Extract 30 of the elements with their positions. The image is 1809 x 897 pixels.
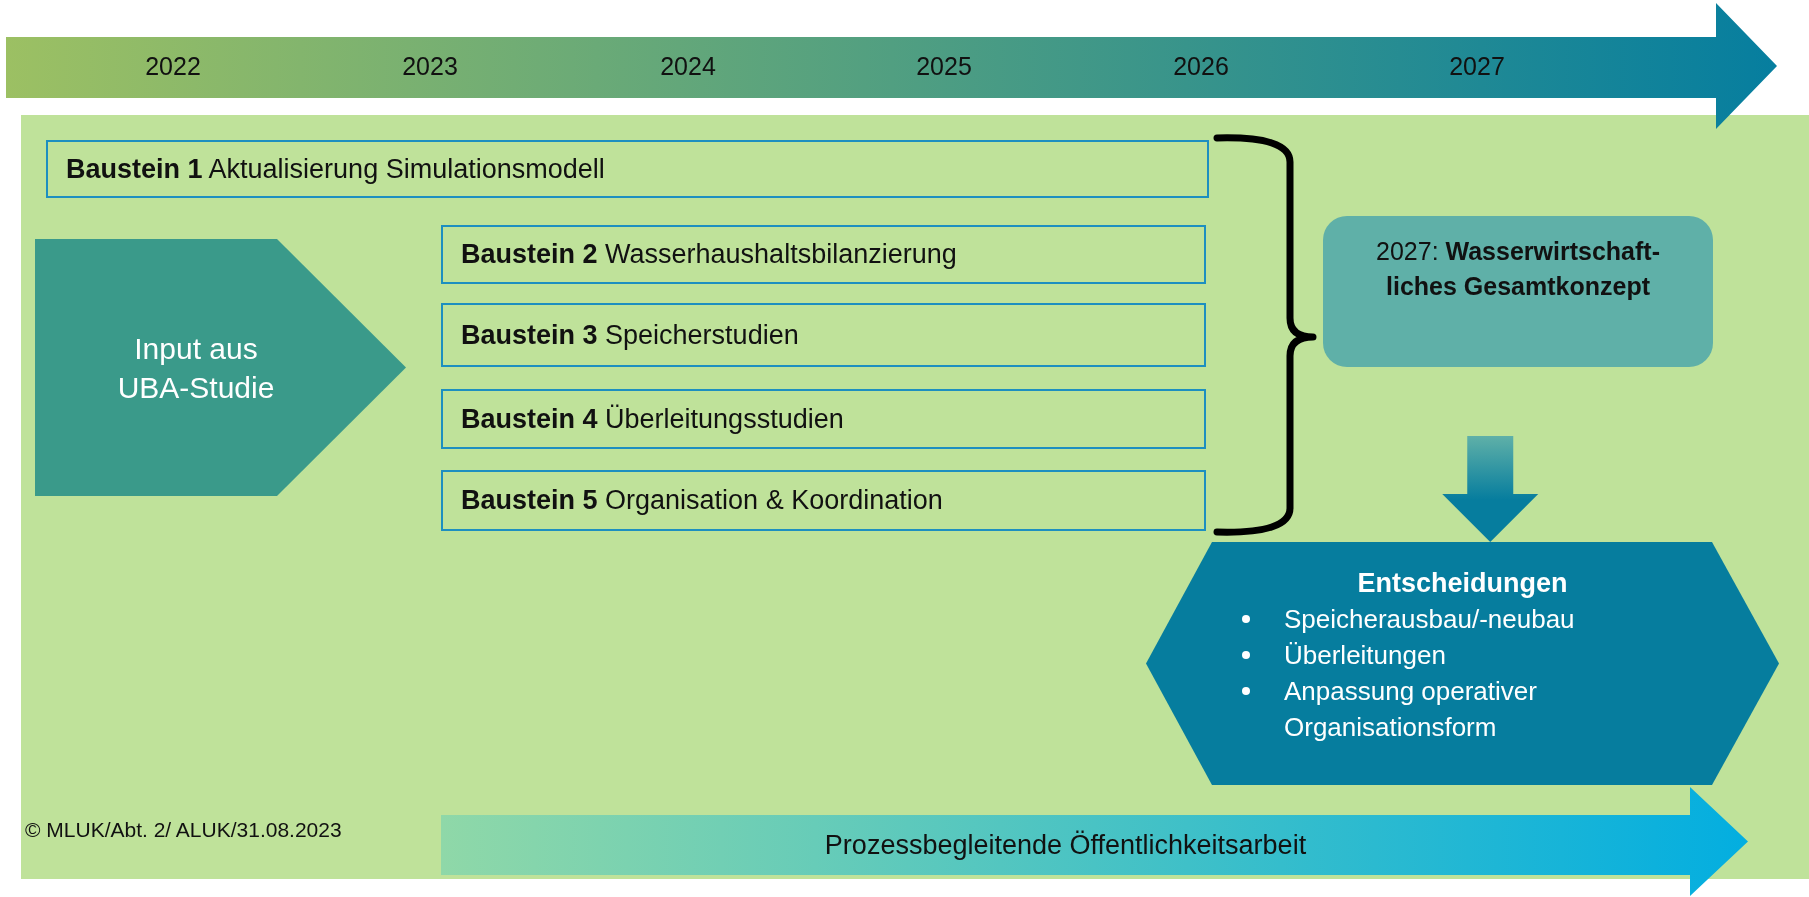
year-label: 2022	[145, 52, 201, 81]
decision-hexagon	[1146, 542, 1779, 785]
module-text: Baustein 3 Speicherstudien	[461, 319, 799, 351]
year-label: 2025	[916, 52, 972, 81]
module-box	[441, 303, 1206, 367]
module-text: Baustein 5 Organisation & Koordination	[461, 485, 943, 516]
process-arrow	[441, 787, 1748, 896]
process-text: Prozessbegleitende Öffentlichkeitsarbeit	[823, 828, 1308, 862]
module-text: Baustein 2 Wasserhaushaltsbilanzierung	[461, 239, 957, 270]
module-text: Baustein 4 Überleitungsstudien	[461, 403, 844, 435]
year-label: 2027	[1449, 52, 1505, 81]
bullet-item: Anpassung operativer Organisationsform	[1284, 675, 1538, 744]
decision-heading: Entscheidungen	[1356, 568, 1569, 599]
copyright-note: © MLUK/Abt. 2/ ALUK/31.08.2023	[25, 818, 342, 842]
module-box	[46, 140, 1209, 198]
module-box	[441, 389, 1206, 449]
year-label: 2024	[660, 52, 716, 81]
bullet-item: Speicherausbau/-neubau	[1284, 603, 1576, 636]
concept-box	[1323, 216, 1713, 367]
down-arrow	[1442, 436, 1539, 542]
year-label: 2026	[1173, 52, 1229, 81]
module-text: Baustein 1 Aktualisierung Simulationsmodell	[66, 153, 605, 185]
bullet-item: Überleitungen	[1284, 639, 1447, 672]
module-box	[441, 470, 1206, 531]
timeline-arrow	[6, 3, 1777, 129]
module-box	[441, 225, 1206, 284]
pentagon-arrow	[35, 239, 406, 496]
year-label: 2023	[402, 52, 458, 81]
input-text: Input aus UBA-Studie	[116, 330, 276, 406]
concept-text: 2027: Wasserwirtschaft- liches Gesamtkonzept	[1375, 236, 1661, 302]
